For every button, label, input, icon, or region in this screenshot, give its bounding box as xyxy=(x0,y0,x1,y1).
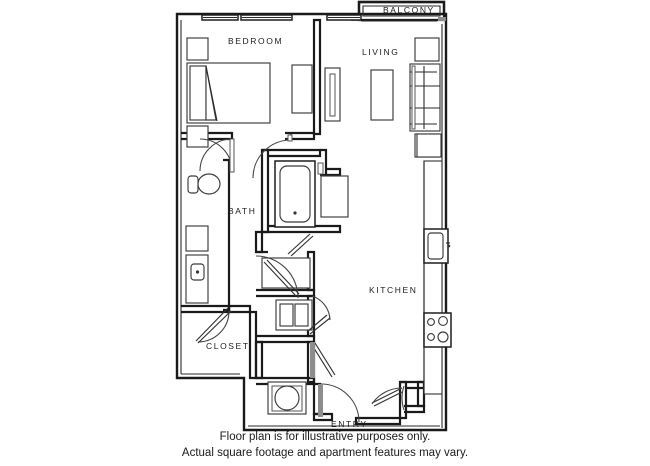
room-label-bedroom: BEDROOM xyxy=(228,36,284,46)
room-label-closet: CLOSET xyxy=(206,341,250,351)
linen-closet xyxy=(317,162,349,218)
sofa xyxy=(409,63,441,132)
refrigerator xyxy=(416,133,442,158)
linen-shelf xyxy=(185,225,209,252)
hall-door xyxy=(252,134,293,179)
side-table-top xyxy=(414,37,440,62)
room-label-entry: ENTRY xyxy=(331,419,368,429)
bedroom-window-left xyxy=(201,14,239,21)
bedroom-window-right xyxy=(240,14,293,21)
caption-line-2: Actual square footage and apartment feat… xyxy=(181,447,469,459)
laundry-door-upper xyxy=(287,233,314,257)
kitchen-counter xyxy=(423,160,443,395)
washer-dryer xyxy=(275,299,313,331)
room-label-kitchen: KITCHEN xyxy=(369,285,418,295)
room-label-balcony: BALCONY xyxy=(383,5,435,15)
dresser xyxy=(291,64,313,114)
kitchen-service-door xyxy=(371,385,405,411)
toilet xyxy=(187,173,221,195)
tv-console xyxy=(324,67,341,122)
closet-door xyxy=(195,307,232,344)
laundry-door-lower xyxy=(307,295,331,335)
caption-line-1: Floor plan is for illustrative purposes … xyxy=(219,431,431,443)
room-label-bath: BATH xyxy=(228,206,257,216)
bathtub xyxy=(274,160,316,228)
vanity-sink xyxy=(185,254,209,304)
kitchen-sink xyxy=(423,228,451,264)
nightstand-top xyxy=(186,37,209,61)
bed xyxy=(186,62,271,124)
stove-range xyxy=(423,312,452,348)
room-label-living: LIVING xyxy=(362,47,400,57)
mechanical-door xyxy=(310,342,336,378)
entry-door xyxy=(318,383,360,423)
water-heater xyxy=(267,381,307,415)
bath-door xyxy=(255,255,300,299)
nightstand-bottom xyxy=(186,125,209,148)
bedroom-door xyxy=(199,138,235,173)
living-window xyxy=(326,14,362,21)
coffee-table xyxy=(370,69,394,121)
